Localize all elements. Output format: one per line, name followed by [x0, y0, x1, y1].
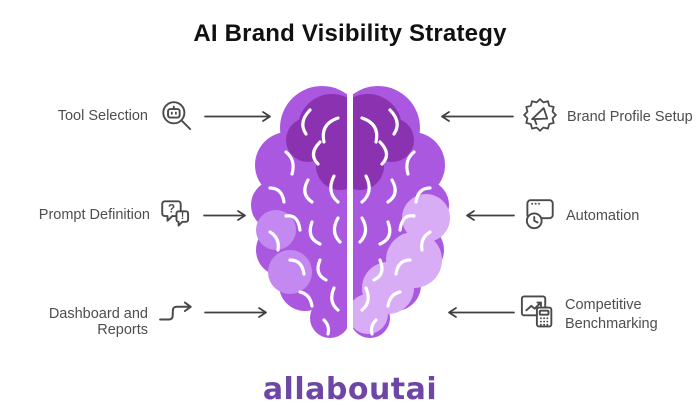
brand-logo: allaboutai — [262, 372, 438, 407]
brain-left-hemisphere — [251, 86, 347, 338]
svg-text:?: ? — [168, 203, 175, 216]
label-competitive-benchmarking: Competitive Benchmarking — [565, 297, 658, 332]
arrow-right-icon — [203, 210, 246, 221]
label-prompt-definition: Prompt Definition — [38, 207, 150, 223]
arrow-left-icon — [448, 307, 515, 318]
chat-question-icon: ? ! — [161, 200, 190, 227]
window-clock-icon — [525, 199, 554, 230]
badge-megaphone-icon — [523, 98, 557, 132]
arrow-right-icon — [204, 307, 267, 318]
arrow-right-icon — [204, 111, 271, 122]
search-bot-icon — [162, 101, 192, 131]
label-automation: Automation — [566, 208, 640, 224]
brain-illustration — [251, 86, 450, 338]
arrow-left-icon — [441, 111, 514, 122]
svg-text:!: ! — [181, 211, 184, 222]
label-dashboard-reports: Dashboard and Reports — [48, 306, 148, 338]
squiggle-arrow-icon — [159, 301, 192, 321]
chart-calculator-icon — [520, 295, 553, 328]
label-tool-selection: Tool Selection — [57, 108, 148, 124]
page-title: AI Brand Visibility Strategy — [193, 20, 507, 47]
arrow-left-icon — [466, 210, 515, 221]
label-brand-profile-setup: Brand Profile Setup — [567, 109, 693, 125]
brain-right-hemisphere — [353, 86, 450, 338]
